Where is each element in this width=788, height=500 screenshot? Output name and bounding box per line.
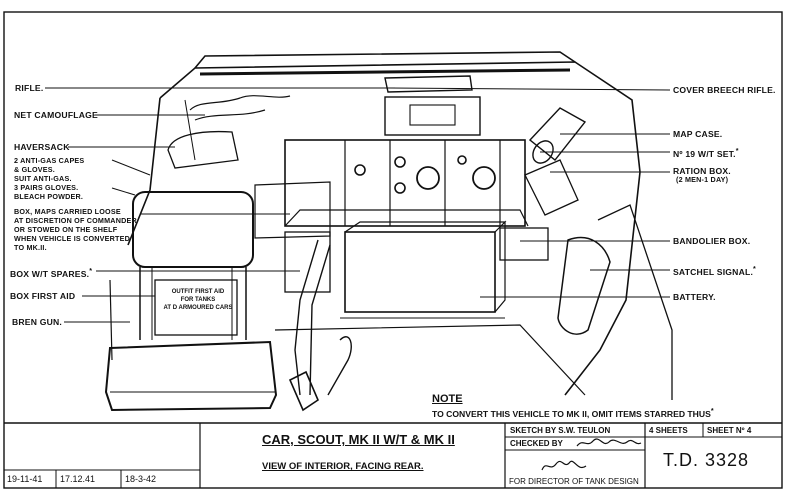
sheet-frame bbox=[3, 11, 783, 489]
label-box-wt-spares-text: BOX W/T SPARES. bbox=[10, 268, 90, 279]
drawing-number: T.D. 3328 bbox=[663, 450, 750, 470]
label-bren-gun: BREN GUN. bbox=[12, 317, 63, 327]
label-ration-box-1: RATION BOX. bbox=[673, 166, 731, 176]
label-net-camouflage: NET CAMOUFLAGE bbox=[14, 110, 98, 120]
note-text-body: TO CONVERT THIS VEHICLE TO MK II, OMIT I… bbox=[432, 408, 711, 419]
label-anti-gas-5: BLEACH POWDER. bbox=[14, 192, 84, 201]
date-1: 19-11-41 bbox=[7, 474, 43, 484]
first-aid-sign-line1: OUTFIT FIRST AID bbox=[171, 289, 225, 295]
for-director: FOR DIRECTOR OF TANK DESIGN bbox=[509, 477, 639, 486]
label-box-wt-spares: BOX W/T SPARES.* bbox=[10, 266, 92, 279]
drawing-subtitle: VIEW OF INTERIOR, FACING REAR. bbox=[262, 461, 424, 472]
sheets-count: 4 SHEETS bbox=[649, 426, 688, 435]
label-box-maps-2: AT DISCRETION OF COMMANDER bbox=[14, 216, 137, 225]
sheet-number: SHEET Nº 4 bbox=[707, 426, 752, 435]
label-ration-box-2: (2 MEN-1 DAY) bbox=[676, 175, 729, 184]
checked-by-signature bbox=[576, 438, 642, 447]
director-signature bbox=[541, 460, 587, 471]
vehicle-interior-sketch bbox=[104, 51, 673, 412]
star-mark: * bbox=[710, 407, 714, 415]
label-box-maps-4: WHEN VEHICLE IS CONVERTED bbox=[14, 234, 131, 243]
first-aid-sign-line2: FOR TANKS bbox=[180, 297, 216, 303]
star-mark: * bbox=[753, 265, 757, 273]
label-rifle: RIFLE. bbox=[15, 83, 44, 93]
first-aid-sign: OUTFIT FIRST AID FOR TANKS AT D ARMOURED… bbox=[160, 288, 236, 312]
date-2: 17.12.41 bbox=[60, 474, 96, 484]
leader-lines bbox=[45, 87, 671, 323]
note-text: TO CONVERT THIS VEHICLE TO MK II, OMIT I… bbox=[432, 407, 714, 419]
label-box-maps-3: OR STOWED ON THE SHELF bbox=[14, 225, 118, 234]
label-anti-gas-4: 3 PAIRS GLOVES. bbox=[14, 183, 79, 192]
label-satchel-signal: SATCHEL SIGNAL.* bbox=[673, 264, 756, 277]
label-map-case: MAP CASE. bbox=[673, 129, 723, 139]
label-anti-gas-1: 2 ANTI-GAS CAPES bbox=[14, 156, 85, 165]
label-no19-wt-set: Nº 19 W/T SET.* bbox=[673, 146, 739, 159]
label-no19-wt-set-text: Nº 19 W/T SET. bbox=[673, 148, 736, 159]
label-box-maps-5: TO MK.II. bbox=[14, 243, 47, 252]
label-cover-breech-rifle: COVER BREECH RIFLE. bbox=[673, 85, 776, 95]
label-bandolier-box: BANDOLIER BOX. bbox=[673, 236, 751, 246]
label-satchel-signal-text: SATCHEL SIGNAL. bbox=[673, 266, 754, 277]
note-heading: NOTE bbox=[432, 393, 463, 405]
drawing-title: CAR, SCOUT, MK II W/T & MK II bbox=[262, 432, 455, 447]
label-box-maps-1: BOX, MAPS CARRIED LOOSE bbox=[14, 207, 121, 216]
label-anti-gas-3: SUIT ANTI-GAS. bbox=[14, 174, 72, 183]
label-battery: BATTERY. bbox=[673, 292, 716, 302]
star-mark: * bbox=[89, 267, 93, 275]
sketch-by: SKETCH BY S.W. TEULON bbox=[510, 426, 611, 435]
checked-by: CHECKED BY bbox=[510, 439, 563, 448]
star-mark: * bbox=[735, 147, 739, 155]
label-box-first-aid: BOX FIRST AID bbox=[10, 291, 76, 301]
label-haversack: HAVERSACK bbox=[14, 142, 70, 152]
first-aid-sign-line3: AT D ARMOURED CARS bbox=[163, 305, 233, 311]
label-anti-gas-2: & GLOVES. bbox=[14, 165, 55, 174]
date-3: 18-3-42 bbox=[125, 474, 157, 484]
